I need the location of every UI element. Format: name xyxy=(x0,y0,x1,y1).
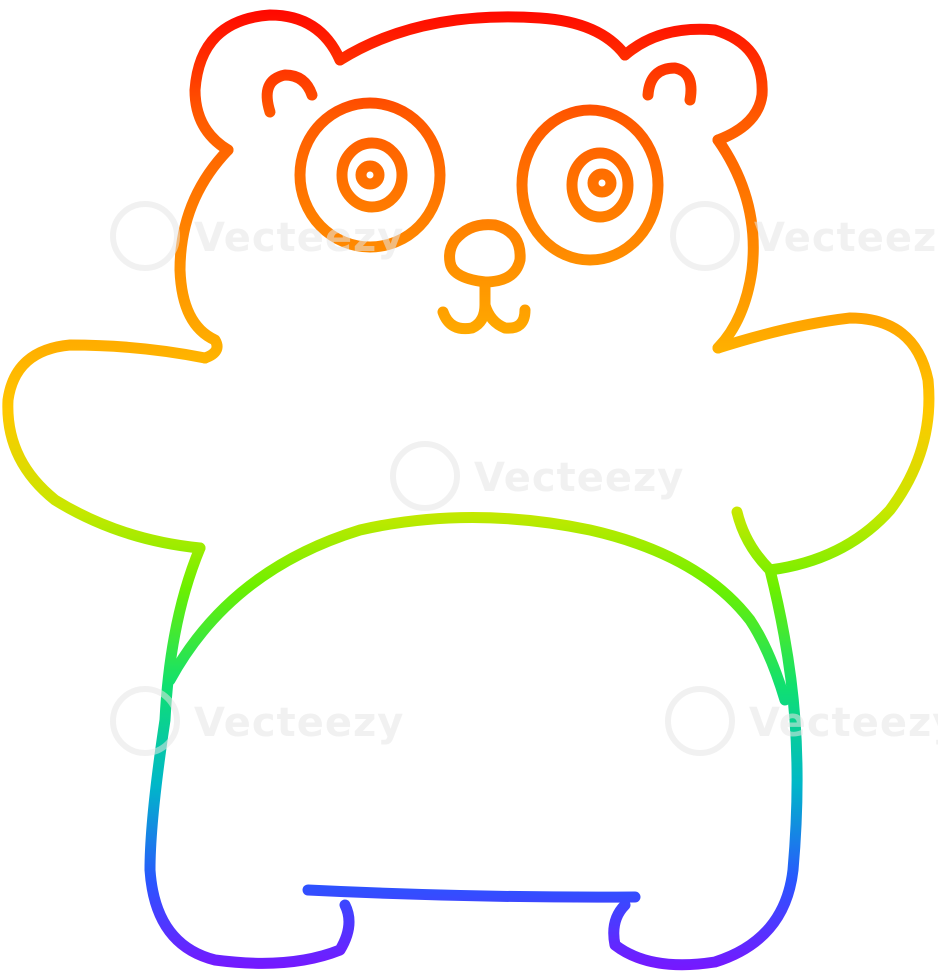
head-outline xyxy=(334,11,631,66)
watermark: Vecteezy xyxy=(110,201,405,275)
vecteezy-logo-icon xyxy=(110,201,180,271)
watermark: Vecteezy xyxy=(390,441,685,515)
mouth xyxy=(437,276,531,335)
left-eye-patch xyxy=(294,97,446,253)
right-cheek xyxy=(712,134,759,354)
watermark-text: Vecteezy xyxy=(754,215,938,261)
right-arm xyxy=(712,312,935,576)
watermark-text: Vecteezy xyxy=(474,455,685,501)
right-eye-ring xyxy=(566,147,634,223)
right-body-side xyxy=(608,564,803,971)
left-pupil xyxy=(355,160,385,190)
watermark: Vecteezy xyxy=(670,201,938,275)
right-inner-ear xyxy=(642,62,697,106)
watermark: Vecteezy xyxy=(110,686,405,760)
vecteezy-logo-icon xyxy=(665,686,735,756)
left-eye-ring xyxy=(336,137,408,213)
nose xyxy=(444,219,526,288)
watermark-text: Vecteezy xyxy=(194,700,405,746)
vecteezy-logo-icon xyxy=(110,686,180,756)
vecteezy-logo-icon xyxy=(670,201,740,271)
watermark-text: Vecteezy xyxy=(749,700,938,746)
right-arm-tip xyxy=(731,506,776,576)
belly-patch xyxy=(164,512,791,706)
left-cheek xyxy=(174,144,234,364)
right-ear xyxy=(619,23,768,146)
left-inner-ear xyxy=(261,69,318,118)
watermark-text: Vecteezy xyxy=(194,215,405,261)
right-eye-patch xyxy=(516,104,664,266)
feet-line xyxy=(302,884,641,903)
right-pupil xyxy=(587,168,617,198)
left-ear xyxy=(189,9,346,156)
vecteezy-logo-icon xyxy=(390,441,460,511)
watermark: Vecteezy xyxy=(665,686,938,760)
left-arm xyxy=(2,339,211,554)
